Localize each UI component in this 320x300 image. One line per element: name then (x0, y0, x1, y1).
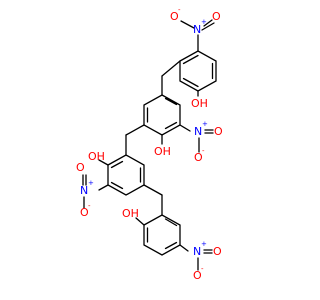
bond-ring-c-oh (98, 159, 109, 166)
nitro-bot-o-double: O (213, 245, 222, 258)
nitro-top-n: N (193, 23, 201, 36)
nitro-bot-o-minus: O (193, 269, 202, 282)
nitro-group-mid-left: N + O O - (76, 161, 94, 219)
nitro-midl-o-minus: O (80, 206, 89, 219)
oh-top: OH (191, 97, 208, 110)
bond-ring-d-nitro (179, 244, 189, 252)
ring-a-bonds (179, 50, 217, 92)
oh-bottom: OH (122, 207, 139, 220)
ring-a (179, 34, 217, 97)
nitro-midr-n: N (194, 125, 202, 138)
ring-c (98, 154, 145, 196)
nitro-bot-plus: + (201, 240, 207, 248)
oh-mid-left: OH (88, 150, 105, 163)
bond-ring-b-nitro (179, 124, 191, 132)
ch2-bridge-bc-1 (125, 124, 145, 136)
ring-b-bonds (143, 94, 181, 136)
bond-n-o-double-1 (203, 19, 213, 27)
nitro-midr-minus: - (202, 147, 205, 155)
ring-b (143, 94, 191, 145)
ch2-bridge-cd-1 (143, 184, 163, 196)
nitro-group-top: N + O - O (170, 6, 221, 36)
nitro-midr-plus: + (202, 120, 208, 128)
bond-ring-c-nitro (98, 184, 109, 191)
nitro-top-plus: + (201, 18, 207, 26)
nitro-midl-n: N (80, 184, 88, 197)
ring-d (135, 214, 189, 256)
nitro-midr-o-minus: O (194, 151, 203, 164)
bond-n-o-double-2 (201, 22, 215, 31)
nitro-group-bottom: N + O O - (193, 240, 222, 282)
nitro-group-mid-right: N + O O - (194, 120, 223, 164)
nitro-midl-minus: - (88, 202, 91, 210)
chemical-structure: N + O - O OH N + O O - OH OH N (76, 6, 223, 282)
ring-c-bonds (107, 154, 145, 196)
nitro-midl-plus: + (88, 179, 94, 187)
nitro-top-minus: - (178, 6, 181, 14)
nitro-top-o-minus: O (170, 10, 179, 23)
nitro-top-o-double: O (212, 10, 221, 23)
nitro-midr-o-double: O (214, 125, 223, 138)
nitro-midl-o-double: O (76, 161, 85, 174)
nitro-bot-n: N (193, 245, 201, 258)
nitro-bot-minus: - (201, 265, 204, 273)
bond-ring-d-oh (135, 217, 145, 226)
ch2-bridge-ab-1 (161, 60, 181, 77)
ring-d-bonds (143, 214, 181, 256)
oh-mid-right: OH (154, 145, 171, 158)
bond-n-o-single (180, 20, 195, 29)
